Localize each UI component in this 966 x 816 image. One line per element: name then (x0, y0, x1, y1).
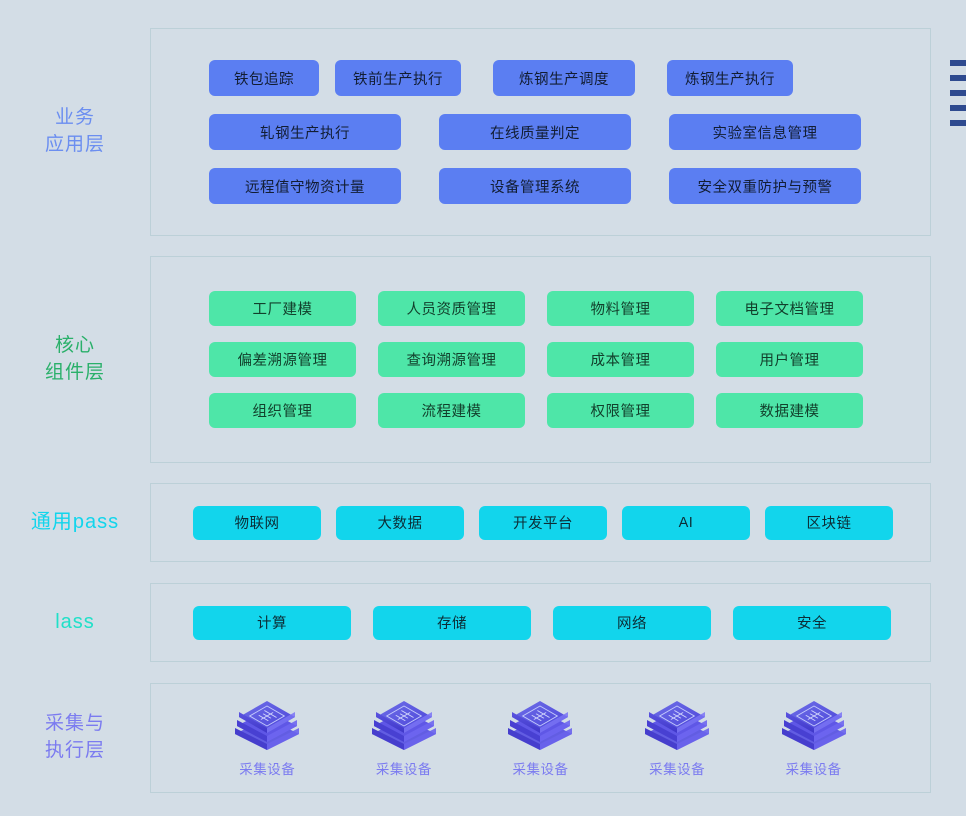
layer-row: 工厂建模 人员资质管理 物料管理 电子文档管理 (151, 291, 930, 326)
chip-paas-qukuailian[interactable]: 区块链 (765, 505, 893, 540)
device-label: 采集设备 (375, 762, 432, 777)
layer-row: 远程值守物资计量 设备管理系统 安全双重防护与预警 (151, 168, 930, 204)
layer-row: 铁包追踪 铁前生产执行 炼钢生产调度 炼钢生产执行 (151, 60, 930, 96)
layer-acquisition-execution: 采集与 执行层 (0, 683, 931, 793)
layer-row: 轧钢生产执行 在线质量判定 实验室信息管理 (151, 114, 930, 150)
edge-marker (950, 90, 966, 96)
chip-paas-wulianwang[interactable]: 物联网 (193, 505, 321, 540)
layer-core-components: 核心 组件层 工厂建模 人员资质管理 物料管理 电子文档管理 偏差溯源管理 查询… (0, 256, 931, 463)
device-item[interactable]: 采集设备 (350, 698, 458, 778)
chip-core-chaxun-suyuan-guanli[interactable]: 查询溯源管理 (378, 342, 525, 377)
edge-clipped-markers (950, 60, 966, 126)
chip-paas-ai[interactable]: AI (622, 505, 750, 540)
chip-core-gongchang-jianmo[interactable]: 工厂建模 (209, 291, 356, 326)
chip-core-dianzi-wendang-guanli[interactable]: 电子文档管理 (716, 291, 863, 326)
chip-core-shuju-jianmo[interactable]: 数据建模 (716, 393, 863, 428)
acquisition-device-icon (781, 701, 846, 750)
layer-row: 采集设备 (151, 698, 930, 778)
chip-business-yuancheng-zhishou-wuzi-jiliang[interactable]: 远程值守物资计量 (209, 168, 401, 204)
chip-business-tieqian-shengchan-zhixing[interactable]: 铁前生产执行 (335, 60, 461, 96)
chip-core-piancha-suyuan-guanli[interactable]: 偏差溯源管理 (209, 342, 356, 377)
layer-label-iaas: lass (55, 611, 95, 634)
layer-label-paas: 通用pass (30, 511, 120, 534)
layer-row: 物联网 大数据 开发平台 AI 区块链 (151, 505, 930, 540)
layer-label-business: 业务 应用层 (44, 107, 105, 155)
chip-iaas-anquan[interactable]: 安全 (733, 605, 891, 640)
layer-iaas: lass 计算 存储 网络 安全 (0, 583, 931, 662)
chip-business-anquan-shuangchong-fanghu[interactable]: 安全双重防护与预警 (669, 168, 861, 204)
layer-row: 计算 存储 网络 安全 (151, 605, 930, 640)
layer-paas: 通用pass 物联网 大数据 开发平台 AI 区块链 (0, 483, 931, 562)
acquisition-device-icon (645, 701, 710, 750)
chip-iaas-jisuan[interactable]: 计算 (193, 605, 351, 640)
layer-panel-core: 工厂建模 人员资质管理 物料管理 电子文档管理 偏差溯源管理 查询溯源管理 成本… (150, 256, 931, 463)
chip-business-zaixian-zhiliang-panding[interactable]: 在线质量判定 (439, 114, 631, 150)
chip-business-liangang-shengchan-zhixing[interactable]: 炼钢生产执行 (667, 60, 793, 96)
chip-core-wuliao-guanli[interactable]: 物料管理 (547, 291, 694, 326)
chip-business-zhagang-shengchan-zhixing[interactable]: 轧钢生产执行 (209, 114, 401, 150)
edge-marker (950, 105, 966, 111)
device-item[interactable]: 采集设备 (486, 698, 594, 778)
device-item[interactable]: 采集设备 (760, 698, 868, 778)
device-item[interactable]: 采集设备 (213, 698, 321, 778)
layer-business-application: 业务 应用层 铁包追踪 铁前生产执行 炼钢生产调度 炼钢生产执行 轧钢生产执行 … (0, 28, 931, 236)
chip-core-renyuan-zizhi-guanli[interactable]: 人员资质管理 (378, 291, 525, 326)
chip-business-tiebao-zhuizong[interactable]: 铁包追踪 (209, 60, 319, 96)
device-item[interactable]: 采集设备 (623, 698, 731, 778)
layer-panel-paas: 物联网 大数据 开发平台 AI 区块链 (150, 483, 931, 562)
acquisition-device-icon (508, 701, 573, 750)
acquisition-device-icon (371, 701, 436, 750)
layer-panel-device: 采集设备 (150, 683, 931, 793)
edge-marker (950, 75, 966, 81)
device-label: 采集设备 (512, 762, 569, 777)
device-label: 采集设备 (239, 762, 296, 777)
chip-paas-kaifa-pingtai[interactable]: 开发平台 (479, 505, 607, 540)
layer-panel-iaas: 计算 存储 网络 安全 (150, 583, 931, 662)
chip-paas-dashuju[interactable]: 大数据 (336, 505, 464, 540)
chip-core-quanxian-guanli[interactable]: 权限管理 (547, 393, 694, 428)
device-label: 采集设备 (785, 762, 842, 777)
chip-business-liangang-shengchan-diaodu[interactable]: 炼钢生产调度 (493, 60, 635, 96)
chip-core-chengben-guanli[interactable]: 成本管理 (547, 342, 694, 377)
device-label: 采集设备 (649, 762, 706, 777)
acquisition-device-icon (235, 701, 300, 750)
layer-row: 组织管理 流程建模 权限管理 数据建模 (151, 393, 930, 428)
chip-iaas-cunchu[interactable]: 存储 (373, 605, 531, 640)
chip-core-zuzhi-guanli[interactable]: 组织管理 (209, 393, 356, 428)
chip-business-shiyanshi-xinxi-guanli[interactable]: 实验室信息管理 (669, 114, 861, 150)
edge-marker (950, 120, 966, 126)
chip-business-shebei-guanli-xitong[interactable]: 设备管理系统 (439, 168, 631, 204)
layer-label-device: 采集与 执行层 (44, 713, 105, 761)
chip-iaas-wangluo[interactable]: 网络 (553, 605, 711, 640)
layer-panel-business: 铁包追踪 铁前生产执行 炼钢生产调度 炼钢生产执行 轧钢生产执行 在线质量判定 … (150, 28, 931, 236)
layer-row: 偏差溯源管理 查询溯源管理 成本管理 用户管理 (151, 342, 930, 377)
chip-core-liucheng-jianmo[interactable]: 流程建模 (378, 393, 525, 428)
edge-marker (950, 60, 966, 66)
chip-core-yonghu-guanli[interactable]: 用户管理 (716, 342, 863, 377)
layer-label-core: 核心 组件层 (44, 334, 105, 383)
